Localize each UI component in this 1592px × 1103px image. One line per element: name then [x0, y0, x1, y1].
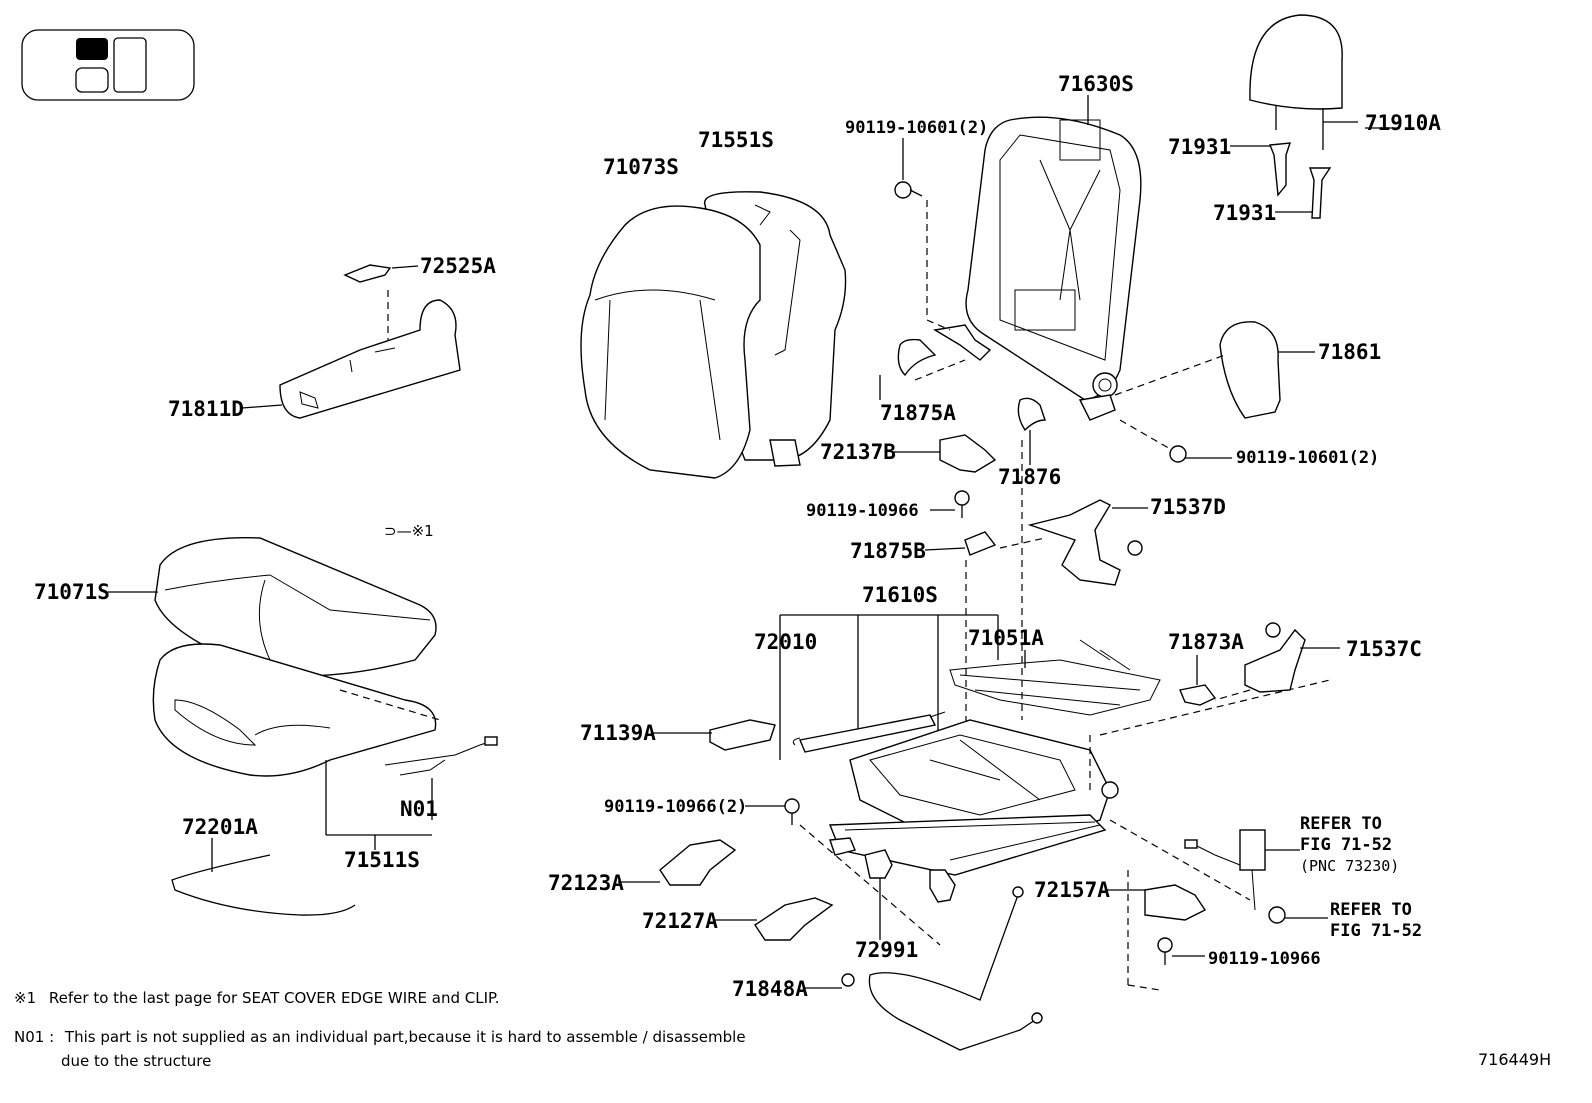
refer-line: (PNC 73230)	[1300, 857, 1400, 875]
refer-line: REFER TO	[1300, 814, 1382, 834]
part-label[interactable]: 71073S	[603, 155, 679, 179]
part-label[interactable]: 71873A	[1168, 630, 1244, 654]
part-label[interactable]: 71910A	[1365, 111, 1441, 135]
part-label[interactable]: 90119-10601(2)	[845, 118, 989, 138]
refer-note-buckle[interactable]: REFER TO FIG 71-52 (PNC 73230)	[1300, 814, 1399, 877]
footnote-mark: N01 :	[14, 1028, 55, 1046]
part-label[interactable]: 90119-10966	[1208, 949, 1321, 969]
part-label[interactable]: 90119-10966	[806, 501, 919, 521]
seat-cushion-drawing	[108, 537, 441, 777]
part-label[interactable]: 71537C	[1346, 637, 1422, 661]
footnote-2-continued: due to the structure	[61, 1052, 212, 1070]
release-cable-drawing	[868, 886, 1043, 1051]
seat-adjuster-drawing	[779, 614, 1331, 991]
part-label[interactable]: 71848A	[732, 977, 808, 1001]
seat-locator-icon	[21, 29, 195, 101]
refer-line: FIG 71-52	[1330, 921, 1423, 941]
side-cover-drawing	[241, 264, 461, 419]
lever-bracket-drawing	[652, 719, 776, 751]
shield-cover-drawing	[1114, 321, 1315, 419]
refer-line: FIG 71-52	[1300, 835, 1393, 855]
part-label[interactable]: 90119-10601(2)	[1236, 448, 1380, 468]
refer-note-bolt[interactable]: REFER TO FIG 71-52	[1330, 900, 1422, 942]
headrest-drawing	[1230, 14, 1358, 219]
cushion-wiring-drawing	[325, 736, 498, 850]
part-label[interactable]: 71051A	[968, 626, 1044, 650]
diagram-id: 716449H	[1478, 1050, 1552, 1069]
footnote-2: N01 : This part is not supplied as an in…	[14, 1028, 746, 1046]
seat-back-frame-drawing	[933, 95, 1142, 421]
part-label[interactable]: 71875B	[850, 539, 926, 563]
part-label[interactable]: 71931	[1213, 201, 1277, 225]
edge-wire-drawing	[171, 838, 356, 916]
footnote-mark: ※1	[14, 989, 37, 1007]
hinge-cover-drawing	[1179, 622, 1340, 706]
refer-line: REFER TO	[1330, 900, 1412, 920]
cushion-spring-drawing	[949, 639, 1161, 716]
lower-small-parts	[618, 798, 941, 989]
part-label[interactable]: 90119-10966(2)	[604, 797, 748, 817]
part-label[interactable]: 71876	[998, 465, 1062, 489]
part-label[interactable]: 71875A	[880, 401, 956, 425]
seatbelt-buckle-drawing	[1184, 829, 1328, 924]
part-label[interactable]: 71139A	[580, 721, 656, 745]
part-label[interactable]: 72127A	[642, 909, 718, 933]
frame-small-parts	[893, 138, 1232, 800]
part-label[interactable]: 72137B	[820, 440, 896, 464]
part-label[interactable]: 72157A	[1034, 878, 1110, 902]
part-label[interactable]: 72201A	[182, 815, 258, 839]
part-label[interactable]: 71511S	[344, 848, 420, 872]
part-label[interactable]: 71811D	[168, 397, 244, 421]
part-label[interactable]: 71537D	[1150, 495, 1226, 519]
part-label[interactable]: 71861	[1318, 340, 1382, 364]
cover-clip-marker: ⊃—※1	[384, 522, 434, 540]
part-label[interactable]: 72123A	[548, 871, 624, 895]
part-label[interactable]: N01	[400, 797, 438, 821]
footnote-text: This part is not supplied as an individu…	[64, 1028, 746, 1046]
part-label[interactable]: 71551S	[698, 128, 774, 152]
part-label[interactable]: 71071S	[34, 580, 110, 604]
part-label[interactable]: 71610S	[862, 583, 938, 607]
footnote-text: Refer to the last page for SEAT COVER ED…	[48, 989, 500, 1007]
part-label[interactable]: 72010	[754, 630, 818, 654]
slide-cover-drawing	[1105, 884, 1207, 965]
part-label[interactable]: 72991	[855, 938, 919, 962]
part-label[interactable]: 71630S	[1058, 72, 1134, 96]
seat-back-cover-drawings	[580, 191, 847, 479]
part-label[interactable]: 71931	[1168, 135, 1232, 159]
footnote-1: ※1 Refer to the last page for SEAT COVER…	[14, 989, 500, 1007]
part-label[interactable]: 72525A	[420, 254, 496, 278]
